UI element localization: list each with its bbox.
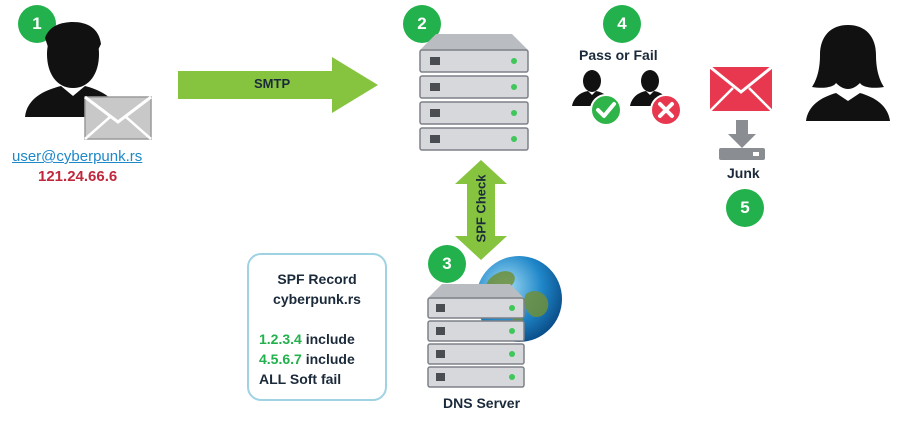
check-icon bbox=[590, 94, 622, 126]
pass-or-fail-label: Pass or Fail bbox=[579, 47, 658, 63]
step-3-badge: 3 bbox=[428, 245, 466, 283]
step-5-badge: 5 bbox=[726, 189, 764, 227]
recipient-person-icon bbox=[806, 25, 890, 121]
spf-record-all-rule: ALL Soft fail bbox=[259, 371, 342, 387]
smtp-arrow bbox=[178, 57, 378, 113]
junk-label: Junk bbox=[727, 165, 760, 181]
spf-record-title: SPF Record bbox=[277, 271, 357, 287]
step-1-badge: 1 bbox=[18, 5, 56, 43]
spf-entry-ip: 1.2.3.4 bbox=[259, 331, 302, 347]
mail-server-icon bbox=[419, 34, 529, 151]
spf-entry-rule: include bbox=[305, 331, 355, 347]
spf-check-arrow bbox=[455, 160, 507, 260]
download-tray-icon bbox=[719, 120, 765, 160]
spf-record-entry: 4.5.6.7 include bbox=[259, 351, 395, 367]
cross-icon bbox=[650, 94, 682, 126]
red-envelope-icon bbox=[709, 66, 773, 112]
dns-server-label: DNS Server bbox=[443, 395, 521, 411]
smtp-label: SMTP bbox=[254, 76, 291, 91]
spf-entry-rule: include bbox=[305, 351, 355, 367]
spf-record-box: SPF Record cyberpunk.rs 1.2.3.4 include … bbox=[247, 253, 387, 401]
envelope-icon bbox=[84, 96, 152, 140]
dns-server-icon bbox=[427, 284, 525, 388]
step-4-badge: 4 bbox=[603, 5, 641, 43]
spf-entry-ip: 4.5.6.7 bbox=[259, 351, 302, 367]
spf-check-label: SPF Check bbox=[473, 174, 489, 243]
sender-ip: 121.24.66.6 bbox=[38, 168, 118, 185]
spf-record-entry: 1.2.3.4 include bbox=[259, 331, 395, 347]
spf-record-domain: cyberpunk.rs bbox=[273, 291, 361, 307]
sender-email-link[interactable]: user@cyberpunk.rs bbox=[12, 148, 143, 165]
